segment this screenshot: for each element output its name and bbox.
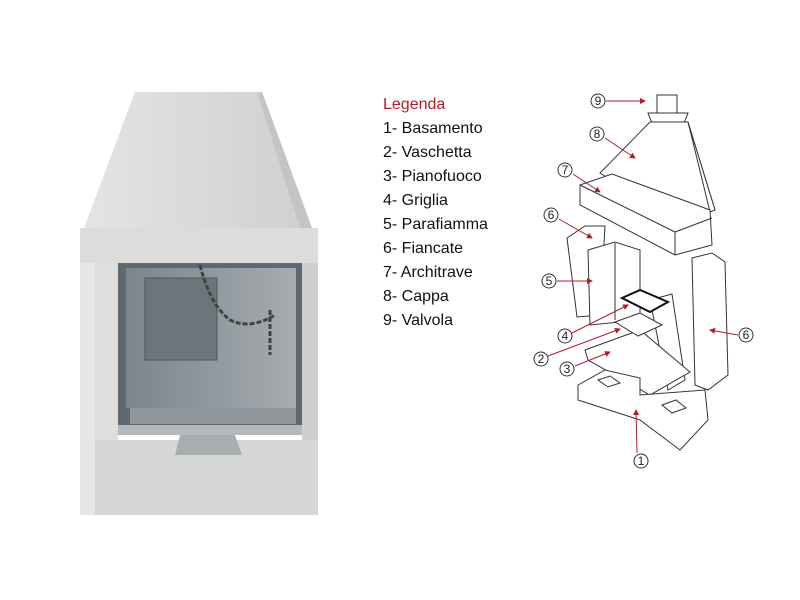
legend-item: 7- Architrave <box>383 264 473 281</box>
part-base <box>577 369 709 451</box>
fireplace-frame <box>80 228 318 515</box>
legend: Legenda 1- Basamento 2- Vaschetta 3- Pia… <box>383 93 488 333</box>
legend-item: 9- Valvola <box>383 312 453 329</box>
callout-8: 8 <box>594 127 601 141</box>
legend-item: 8- Cappa <box>383 288 449 305</box>
legend-item: 1- Basamento <box>383 120 483 137</box>
legend-item: 3- Pianofuoco <box>383 168 482 185</box>
callout-1: 1 <box>638 454 645 468</box>
part-hearth <box>584 329 691 396</box>
callout-5: 5 <box>546 274 553 288</box>
legend-item: 2- Vaschetta <box>383 144 472 161</box>
fireplace-hood <box>84 92 312 228</box>
callout-3: 3 <box>564 362 571 376</box>
callout-9: 9 <box>595 94 602 108</box>
part-lintel <box>579 173 713 256</box>
legend-item: 5- Parafiamma <box>383 216 488 233</box>
callout-4: 4 <box>562 329 569 343</box>
callout-2: 2 <box>538 352 545 366</box>
fireplace-firebox <box>118 263 302 455</box>
part-right-side <box>691 252 729 391</box>
part-grille <box>619 288 671 314</box>
callout-circles <box>533 93 754 469</box>
legend-title: Legenda <box>383 96 446 113</box>
callout-arrows <box>547 98 739 454</box>
legend-item: 6- Fiancate <box>383 240 464 257</box>
part-tray <box>613 312 664 337</box>
callout-6-left: 6 <box>548 208 555 222</box>
part-fire-screen <box>587 241 641 326</box>
legend-item: 4- Griglia <box>383 192 448 209</box>
callout-6-right: 6 <box>743 328 750 342</box>
callout-7: 7 <box>562 163 569 177</box>
